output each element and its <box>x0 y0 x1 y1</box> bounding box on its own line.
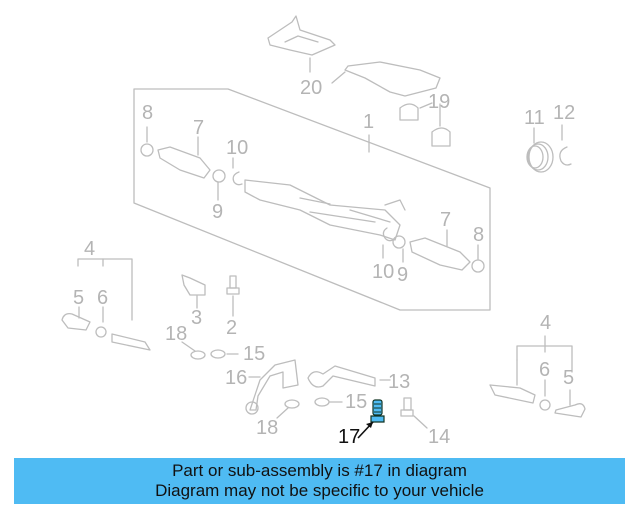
assembly-panel-outline <box>133 88 491 311</box>
callout-20: 20 <box>300 77 323 99</box>
callout-19: 19 <box>428 91 451 113</box>
callout-7-left: 7 <box>193 117 205 139</box>
callout-6-right: 6 <box>539 359 551 381</box>
callout-9-right: 9 <box>397 264 409 286</box>
callout-6-left: 6 <box>97 287 109 309</box>
callout-5-right: 5 <box>563 367 575 389</box>
callout-15-lower: 15 <box>345 391 368 413</box>
callout-18-upper: 18 <box>165 323 188 345</box>
callout-10-left: 10 <box>226 137 249 159</box>
callout-13: 13 <box>388 371 411 393</box>
callout-5-left: 5 <box>73 287 85 309</box>
callout-14: 14 <box>428 426 451 448</box>
callout-12: 12 <box>553 102 576 124</box>
callout-4-right: 4 <box>540 312 552 334</box>
banner-line-part-number: Part or sub-assembly is #17 in diagram <box>172 461 467 480</box>
part-info-banner: Part or sub-assembly is #17 in diagram D… <box>14 458 625 504</box>
callout-4-left: 4 <box>84 238 96 260</box>
callout-8-right: 8 <box>473 224 485 246</box>
callout-15-upper: 15 <box>243 343 266 365</box>
callout-7-right: 7 <box>440 209 452 231</box>
callout-18-lower: 18 <box>256 417 279 439</box>
callout-11: 11 <box>524 107 545 129</box>
highlighted-part-17[interactable] <box>357 399 385 439</box>
callout-8-left: 8 <box>142 102 154 124</box>
banner-line-disclaimer: Diagram may not be specific to your vehi… <box>155 481 484 500</box>
callout-2: 2 <box>226 317 238 339</box>
callout-1: 1 <box>363 111 375 133</box>
callout-9-left: 9 <box>212 201 224 223</box>
callout-3: 3 <box>191 307 203 329</box>
callout-10-right: 10 <box>372 261 395 283</box>
callout-17-highlighted: 17 <box>338 426 361 448</box>
callout-16: 16 <box>225 367 248 389</box>
